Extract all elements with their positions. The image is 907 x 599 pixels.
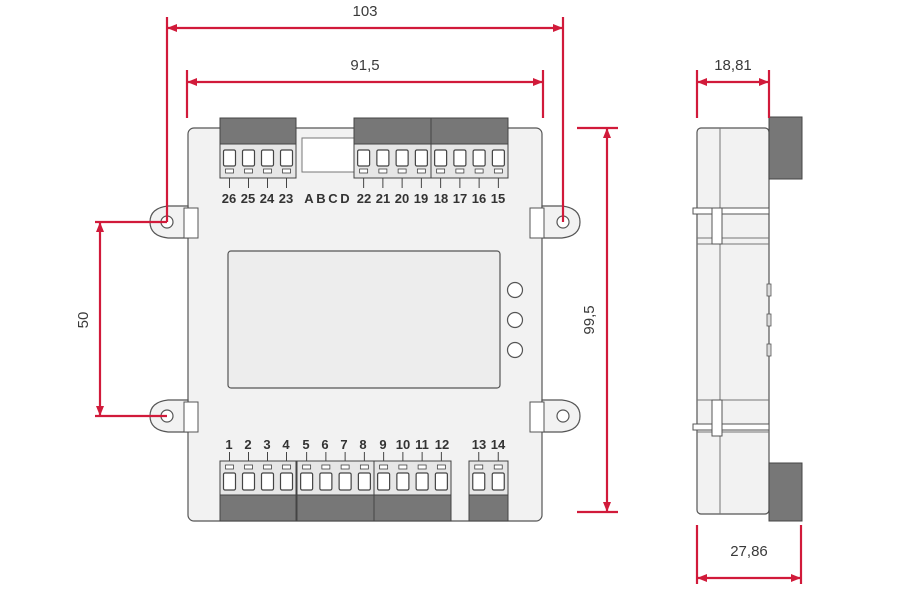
connector-bottom-c — [373, 452, 452, 522]
terminal-label: 9 — [379, 437, 386, 452]
terminal-label: 6 — [321, 437, 328, 452]
terminal-label: 13 — [472, 437, 486, 452]
terminal-screw — [338, 472, 352, 491]
terminal-screw — [415, 472, 429, 491]
terminal-screw — [434, 149, 448, 167]
terminal-screw — [300, 472, 314, 491]
label-window — [301, 137, 355, 173]
terminal-screw — [319, 472, 333, 491]
side-connector-bottom — [768, 462, 803, 522]
terminal-screw — [377, 472, 391, 491]
side-view — [692, 116, 803, 522]
terminal-screw — [241, 149, 256, 167]
terminal-screw — [357, 472, 371, 491]
terminal-screw — [396, 472, 410, 491]
front-button-3[interactable] — [506, 341, 524, 359]
terminal-screw — [357, 149, 371, 167]
terminal-screw — [414, 149, 428, 167]
terminal-label: C — [328, 191, 338, 206]
terminal-screw — [376, 149, 390, 167]
terminal-label: 15 — [491, 191, 505, 206]
terminal-screw — [222, 149, 237, 167]
terminal-screw — [453, 149, 467, 167]
terminal-label: 3 — [263, 437, 270, 452]
terminal-screw — [260, 472, 275, 491]
dimension-label-hole-spacing-vertical: 50 — [75, 312, 92, 329]
mounting-ear-bottom-right — [529, 399, 581, 433]
terminal-label: B — [316, 191, 325, 206]
terminal-label: 22 — [357, 191, 371, 206]
display-window — [227, 250, 501, 389]
mounting-ear-top-right — [529, 205, 581, 239]
terminal-label: 20 — [395, 191, 409, 206]
dimension-label-total-width: 103 — [352, 3, 377, 20]
terminal-label: 10 — [396, 437, 410, 452]
terminal-label: 17 — [453, 191, 467, 206]
connector-bottom-d — [468, 452, 509, 522]
dimension-label-hole-spacing-horizontal: 91,5 — [350, 57, 379, 74]
terminal-label: 19 — [414, 191, 428, 206]
connector-top-right-a — [353, 117, 432, 188]
terminal-label: 1 — [225, 437, 232, 452]
connector-top-right-b — [430, 117, 509, 188]
terminal-screw — [222, 472, 237, 491]
terminal-screw — [434, 472, 448, 491]
terminal-label: 26 — [222, 191, 236, 206]
terminal-label: A — [304, 191, 314, 206]
terminal-screw — [241, 472, 256, 491]
terminal-label: 23 — [279, 191, 293, 206]
terminal-screw — [395, 149, 409, 167]
terminal-label: 25 — [241, 191, 255, 206]
dimension-lines — [95, 17, 803, 584]
terminal-screw — [472, 149, 486, 167]
front-button-2[interactable] — [506, 311, 524, 329]
dimension-label-height: 99,5 — [581, 305, 598, 334]
front-view: 26 25 24 23 A B C D 22 21 20 19 18 17 16… — [149, 117, 581, 522]
terminal-label: 5 — [302, 437, 309, 452]
side-connector-top — [768, 116, 803, 180]
terminal-label: 14 — [491, 437, 506, 452]
side-body — [696, 127, 770, 515]
terminal-labels: 26 25 24 23 A B C D 22 21 20 19 18 17 16… — [222, 191, 506, 452]
dimension-label-depth-body: 18,81 — [714, 57, 752, 74]
connector-bottom-b — [296, 452, 375, 522]
terminal-label: 4 — [282, 437, 290, 452]
terminal-screw — [279, 149, 294, 167]
terminal-label: 16 — [472, 191, 486, 206]
terminal-screw — [491, 472, 505, 491]
terminal-screw — [279, 472, 294, 491]
terminal-screw — [260, 149, 275, 167]
terminal-label: 18 — [434, 191, 448, 206]
connector-bottom-a — [219, 452, 297, 522]
connector-top-left — [219, 117, 297, 188]
terminal-label: 7 — [340, 437, 347, 452]
terminal-label: 24 — [260, 191, 275, 206]
dimension-label-depth-total: 27,86 — [730, 543, 768, 560]
terminal-screw — [491, 149, 505, 167]
terminal-label: 12 — [435, 437, 449, 452]
terminal-label: 2 — [244, 437, 251, 452]
terminal-label: 11 — [415, 437, 429, 452]
dimension-labels: 103 91,5 50 99,5 18,81 27,86 — [75, 3, 768, 560]
terminal-connectors — [219, 117, 509, 522]
terminal-label: 21 — [376, 191, 390, 206]
front-button-1[interactable] — [506, 281, 524, 299]
terminal-label: 8 — [359, 437, 366, 452]
terminal-label: D — [340, 191, 349, 206]
terminal-screw — [472, 472, 486, 491]
